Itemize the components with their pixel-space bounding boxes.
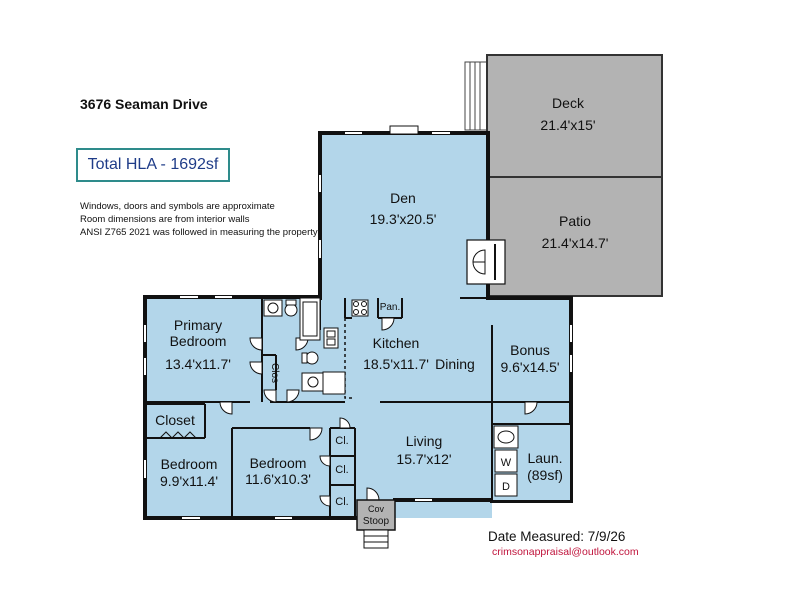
total-hla-box: Total HLA - 1692sf xyxy=(76,148,230,182)
living-dims: 15.7'x12' xyxy=(396,451,451,467)
bedroom-left-name: Bedroom xyxy=(161,456,218,472)
window-den-top xyxy=(389,125,419,135)
patio-name: Patio xyxy=(559,213,591,229)
deck-area xyxy=(486,54,663,178)
den-name: Den xyxy=(390,190,416,206)
patio-area xyxy=(486,176,663,297)
address-title: 3676 Seaman Drive xyxy=(80,96,208,112)
stoop-label-2: Stoop xyxy=(363,516,390,527)
deck-dims: 21.4'x15' xyxy=(540,117,595,133)
primary-closet-label: Clos xyxy=(269,363,280,383)
bath-fixtures xyxy=(263,297,325,392)
laundry-area: (89sf) xyxy=(527,467,563,483)
bonus-name: Bonus xyxy=(510,342,550,358)
contact-email: crimsonappraisal@outlook.com xyxy=(492,546,639,558)
stoop-label-1: Cov xyxy=(368,504,385,514)
bedroom-left-dims: 9.9'x11.4' xyxy=(160,473,218,489)
deck-steps xyxy=(464,61,488,131)
kitchen-appliances xyxy=(322,299,369,395)
closet-3-label: Cl. xyxy=(335,496,348,508)
bonus-dims: 9.6'x14.5' xyxy=(500,359,559,375)
date-measured: Date Measured: 7/9/26 xyxy=(488,529,626,544)
deck-name: Deck xyxy=(552,95,585,111)
note-ansi: ANSI Z765 2021 was followed in measuring… xyxy=(80,227,318,238)
bedroom-mid-dims: 11.6'x10.3' xyxy=(245,471,311,487)
closet-name: Closet xyxy=(155,412,195,428)
note-approximate: Windows, doors and symbols are approxima… xyxy=(80,201,275,212)
laundry-name: Laun. xyxy=(527,450,562,466)
kitchen-counter xyxy=(344,318,352,399)
total-hla-label: Total HLA - 1692sf xyxy=(87,156,219,173)
primary-bedroom-dims: 13.4'x11.7' xyxy=(165,356,231,372)
dryer-label: D xyxy=(502,481,510,493)
laundry-fixtures xyxy=(493,425,519,497)
doors xyxy=(219,317,538,507)
stoop-steps xyxy=(363,529,389,549)
patio-dims: 21.4'x14.7' xyxy=(542,235,609,251)
primary-bedroom-name-2: Bedroom xyxy=(170,333,227,349)
closet-1-label: Cl. xyxy=(335,435,348,447)
windows xyxy=(144,132,572,519)
kitchen-dims: 18.5'x11.7' xyxy=(363,356,429,372)
living-name: Living xyxy=(406,433,443,449)
washer-label: W xyxy=(501,457,512,469)
closet-bifold xyxy=(159,431,197,439)
note-interior-walls: Room dimensions are from interior walls xyxy=(80,214,250,225)
sliding-door-den xyxy=(466,239,506,285)
dining-name: Dining xyxy=(435,356,475,372)
bedroom-mid-name: Bedroom xyxy=(250,455,307,471)
den-dims: 19.3'x20.5' xyxy=(370,211,437,227)
closet-2-label: Cl. xyxy=(335,464,348,476)
kitchen-name: Kitchen xyxy=(373,335,420,351)
primary-bedroom-name-1: Primary xyxy=(174,317,222,333)
pantry-label: Pan. xyxy=(380,302,401,313)
